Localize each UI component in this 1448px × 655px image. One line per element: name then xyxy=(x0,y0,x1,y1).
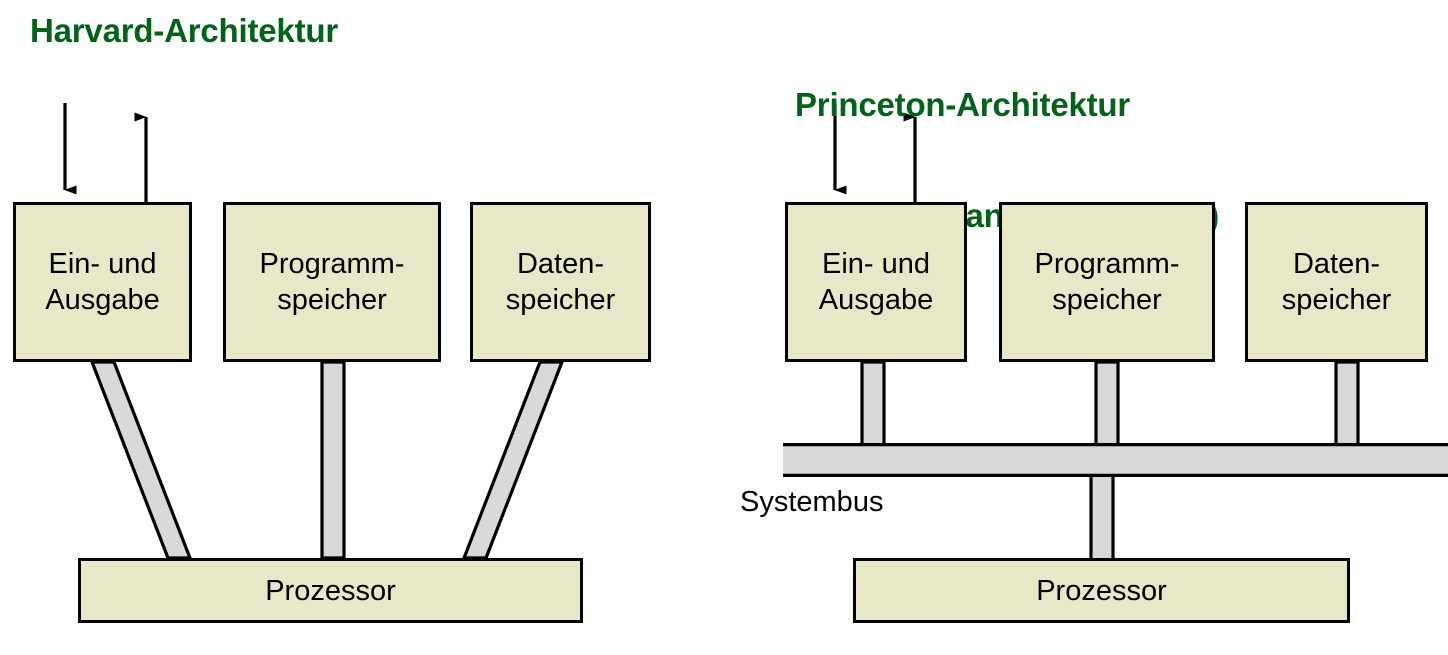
harvard-box-program-memory-line2: speicher xyxy=(277,284,387,316)
princeton-title-line1: Princeton-Architektur xyxy=(795,86,1131,123)
harvard-bus-program xyxy=(320,360,346,560)
princeton-box-data-memory: Daten- speicher xyxy=(1245,202,1428,362)
harvard-box-data-memory: Daten- speicher xyxy=(470,202,651,362)
princeton-box-program-memory-line2: speicher xyxy=(1052,284,1162,316)
harvard-title: Harvard-Architektur xyxy=(30,12,338,49)
princeton-box-program-memory-line1: Programm- xyxy=(1034,248,1180,280)
princeton-box-processor-label: Prozessor xyxy=(1036,574,1167,607)
princeton-stub-data xyxy=(1334,360,1360,452)
harvard-box-processor-label: Prozessor xyxy=(265,574,396,607)
princeton-box-processor: Prozessor xyxy=(853,558,1350,623)
princeton-box-io-line1: Ein- und xyxy=(821,248,930,280)
harvard-box-io-line2: Ausgabe xyxy=(45,284,160,316)
princeton-box-program-memory: Programm- speicher xyxy=(999,202,1215,362)
harvard-box-io: Ein- und Ausgabe xyxy=(13,202,192,362)
princeton-box-data-memory-line2: speicher xyxy=(1281,284,1392,316)
princeton-stub-io xyxy=(860,360,886,452)
princeton-box-io-line2: Ausgabe xyxy=(818,284,934,316)
princeton-box-io: Ein- und Ausgabe xyxy=(785,202,967,362)
harvard-box-io-line1: Ein- und xyxy=(48,248,157,280)
system-bus-label: Systembus xyxy=(740,486,884,518)
harvard-box-program-memory-line1: Programm- xyxy=(259,248,405,280)
harvard-box-data-memory-line2: speicher xyxy=(505,284,616,316)
system-bus-bar xyxy=(783,443,1448,477)
harvard-box-processor: Prozessor xyxy=(78,558,583,623)
princeton-box-data-memory-line1: Daten- xyxy=(1292,248,1381,280)
princeton-stub-processor xyxy=(1089,468,1115,562)
princeton-stub-program xyxy=(1094,360,1120,452)
harvard-box-data-memory-line1: Daten- xyxy=(516,248,605,280)
harvard-box-program-memory: Programm- speicher xyxy=(223,202,441,362)
harvard-bus-io xyxy=(89,360,193,560)
harvard-bus-data xyxy=(461,360,565,560)
